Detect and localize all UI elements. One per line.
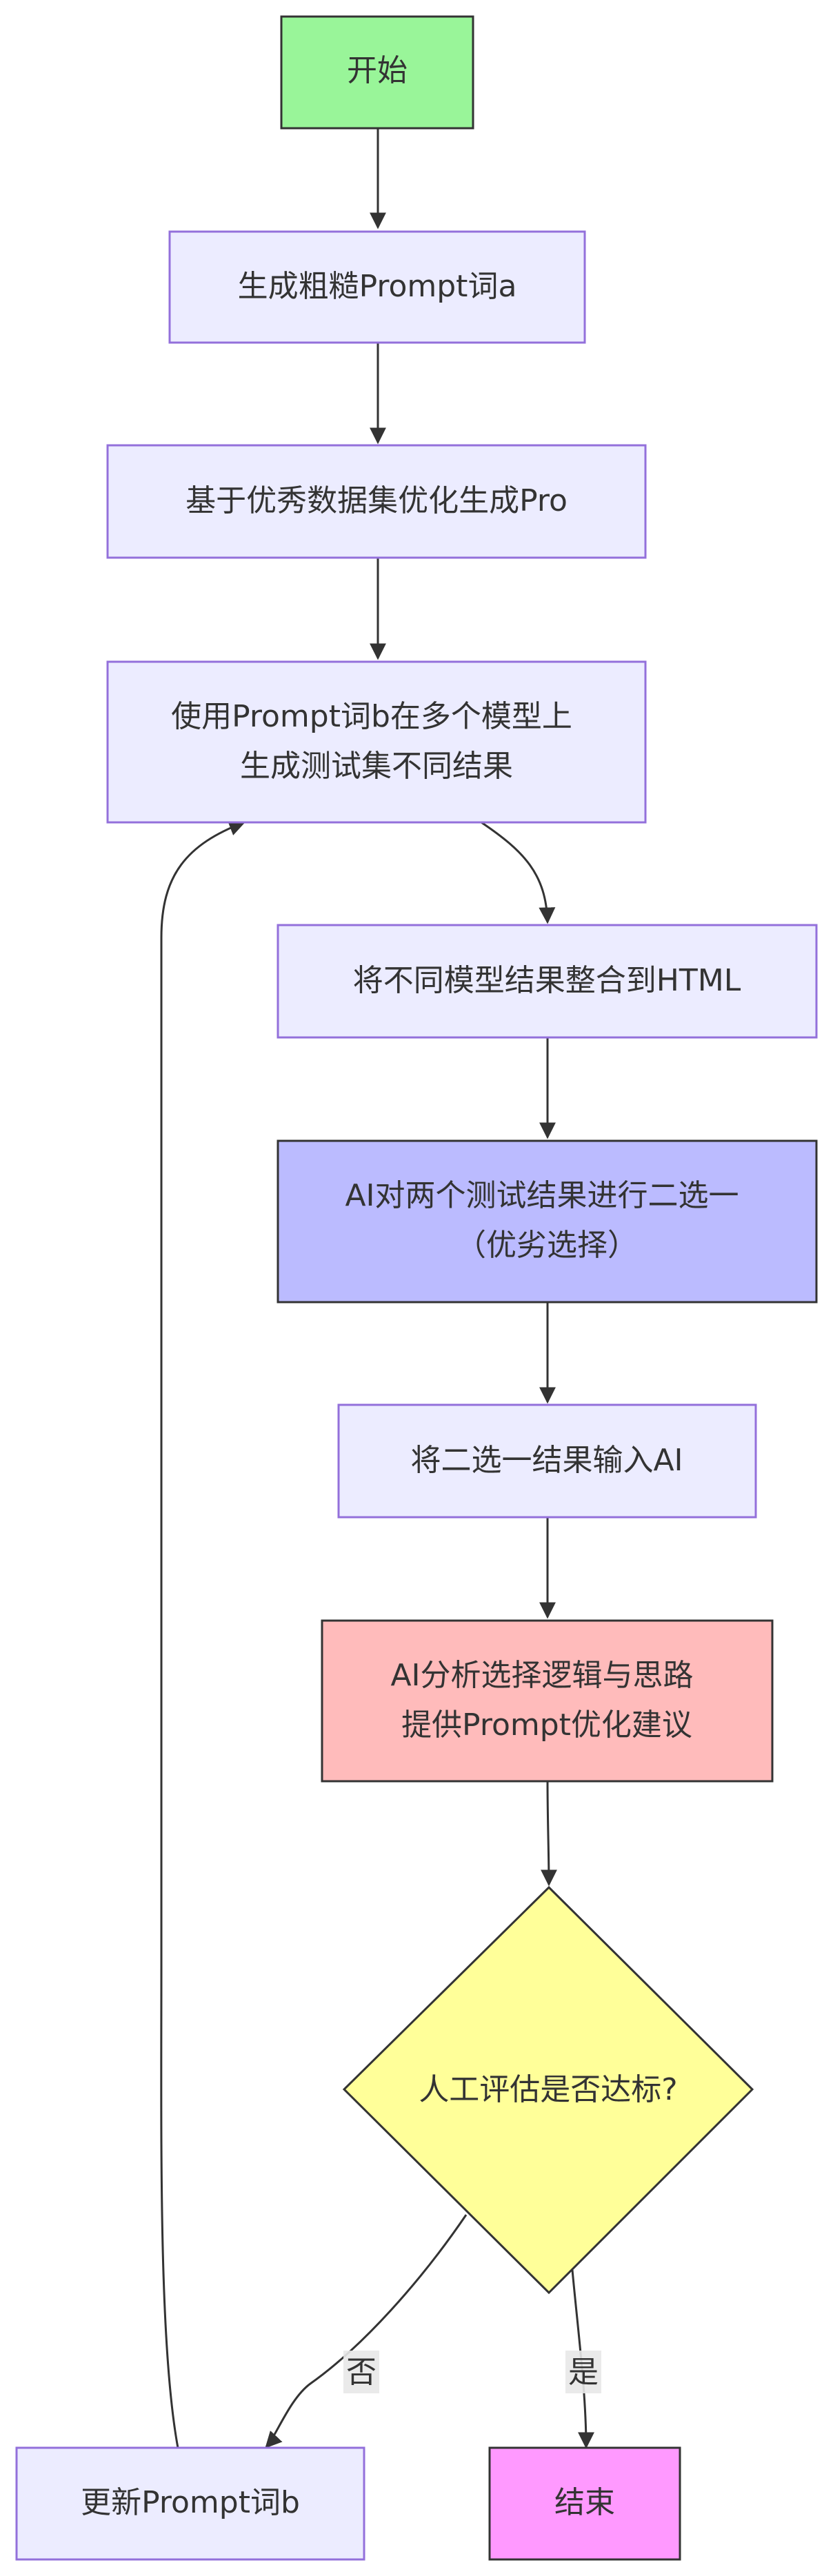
- edge-label-no: 否: [343, 2351, 379, 2393]
- edges: [160, 128, 594, 2449]
- node-update-prompt: 更新Prompt词b: [15, 2446, 365, 2561]
- svg-text:AI分析选择逻辑与思路 提供Prompt优化建议: AI分析选择逻辑与思路 提供Prompt优化建议: [390, 1658, 703, 1743]
- node-end-shape: [488, 2446, 681, 2561]
- svg-text:使用Prompt词b在多个模型上 生成测试集不同: 使用Prompt词b在多个模型上 生成测试集不同结果: [171, 699, 582, 784]
- node-multi-model: 使用Prompt词b在多个模型上 生成测试集不同结果: [106, 660, 647, 824]
- node-decision-line-1: 人工评估是否达标?: [419, 2072, 677, 2107]
- node-multi-model-shape: [106, 660, 647, 824]
- node-ai-analyze: AI分析选择逻辑与思路 提供Prompt优化建议: [321, 1619, 774, 1783]
- node-update-prompt-shape: [15, 2446, 365, 2561]
- node-rough-prompt-shape: [168, 230, 586, 344]
- svg-text:生成粗糙Prompt词a: 生成粗糙Prompt词a: [238, 269, 517, 304]
- svg-text:AI对两个测试结果进行二选一 （优劣选择）: AI对两个测试结果进行二选一 （优劣选择）: [345, 1178, 748, 1263]
- node-start-line-1: 开始: [347, 53, 408, 88]
- node-ai-analyze-line-2: 提供Prompt优化建议: [401, 1707, 692, 1743]
- node-rough-prompt: 生成粗糙Prompt词a: [168, 230, 586, 344]
- edge-ai-analyze-to-decision: [540, 1781, 557, 1887]
- edge-label-yes-text: 是: [568, 2355, 599, 2390]
- node-rough-prompt-line-1: 生成粗糙Prompt词a: [238, 269, 517, 304]
- node-ai-choose-line-1: AI对两个测试结果进行二选一: [345, 1178, 739, 1213]
- node-multi-model-line-2: 生成测试集不同结果: [240, 749, 513, 784]
- node-end-line-1: 结束: [554, 2485, 615, 2520]
- node-optimize-line-1: 基于优秀数据集优化生成Pro: [185, 483, 568, 518]
- edge-label-no-text: 否: [346, 2355, 377, 2390]
- svg-text:更新Prompt词b: 更新Prompt词b: [81, 2485, 300, 2520]
- node-to-html-line-1: 将不同模型结果整合到HTML: [353, 963, 741, 998]
- node-optimize-shape: [106, 444, 647, 559]
- svg-text:人工评估是否达标?: 人工评估是否达标?: [419, 2072, 677, 2107]
- node-to-html-shape: [277, 924, 818, 1039]
- node-optimize: 基于优秀数据集优化生成Pro: [106, 444, 647, 559]
- node-to-html: 将不同模型结果整合到HTML: [277, 924, 818, 1039]
- edge-decision-to-update-prompt: [265, 2214, 468, 2448]
- node-decision: 人工评估是否达标?: [342, 1885, 754, 2295]
- node-ai-choose-line-2: （优劣选择）: [456, 1228, 638, 1263]
- edge-label-yes: 是: [565, 2351, 601, 2393]
- svg-text:将二选一结果输入AI: 将二选一结果输入AI: [410, 1443, 683, 1478]
- svg-text:将不同模型结果整合到HTML: 将不同模型结果整合到HTML: [353, 963, 741, 998]
- node-input-ai: 将二选一结果输入AI: [337, 1403, 757, 1519]
- node-start-shape: [280, 15, 474, 130]
- node-multi-model-line-1: 使用Prompt词b在多个模型上: [171, 699, 572, 734]
- edge-multi-model-to-to-html: [481, 821, 556, 924]
- svg-text:开始: 开始: [347, 53, 408, 88]
- node-ai-choose: AI对两个测试结果进行二选一 （优劣选择）: [277, 1139, 818, 1304]
- svg-text:基于优秀数据集优化生成Pro: 基于优秀数据集优化生成Pro: [185, 483, 568, 518]
- node-input-ai-line-1: 将二选一结果输入AI: [410, 1443, 683, 1478]
- edge-update-prompt-to-multi-model: [160, 820, 246, 2448]
- node-ai-analyze-line-1: AI分析选择逻辑与思路: [390, 1658, 693, 1693]
- node-input-ai-shape: [337, 1403, 757, 1519]
- node-update-prompt-line-1: 更新Prompt词b: [81, 2485, 300, 2520]
- node-ai-analyze-shape: [321, 1619, 774, 1783]
- svg-text:结束: 结束: [554, 2485, 615, 2520]
- node-start: 开始: [280, 15, 474, 130]
- node-decision-shape: [342, 1885, 754, 2295]
- node-ai-choose-shape: [277, 1139, 818, 1304]
- node-end: 结束: [488, 2446, 681, 2561]
